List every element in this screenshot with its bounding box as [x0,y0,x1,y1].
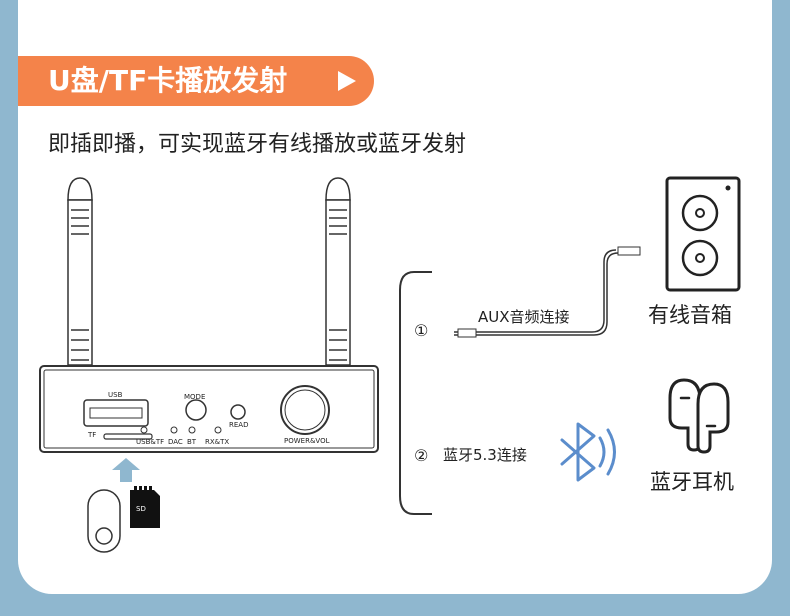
option1-number: ① [414,321,429,340]
banner-title: U盘/TF卡播放发射 [48,64,288,97]
tf-slot[interactable] [103,433,153,440]
indicator-light [140,426,148,434]
power-vol-label: POWER&VOL [284,437,330,445]
indicator-label: USB&TF [136,438,165,446]
bluetooth-icon [560,422,616,482]
tf-label: TF [88,431,97,439]
usb-drive-icon [87,489,121,553]
usb-label: USB [108,391,123,399]
section-banner: U盘/TF卡播放发射 [18,56,374,106]
play-triangle-icon [338,71,356,91]
speaker-icon [665,176,741,292]
power-volume-knob[interactable] [280,385,330,435]
subtitle: 即插即播，可实现蓝牙有线播放或蓝牙发射 [48,132,467,157]
indicator-light [170,426,178,434]
aux-plug-icon [617,246,641,256]
content-card: U盘/TF卡播放发射 即插即播，可实现蓝牙有线播放或蓝牙发射 [18,0,772,594]
option2-number: ② [414,446,429,465]
arrow-up-icon [112,458,140,482]
read-label: READ [229,421,249,429]
indicator-label: RX&TX [205,438,230,446]
earbuds-label: 蓝牙耳机 [650,470,734,494]
speaker-label: 有线音箱 [648,303,732,327]
indicator-label: BT [187,438,197,446]
usb-port[interactable] [83,399,149,427]
indicator-light [214,426,222,434]
aux-cable-icon [454,249,619,336]
indicator-light [188,426,196,434]
illustration [39,176,741,553]
option1-label: AUX音频连接 [478,308,570,326]
antenna-right-icon [325,177,351,366]
aux-plug-icon [457,328,477,338]
sd-card-label: SD [136,505,146,513]
mode-button[interactable] [185,399,207,421]
mode-label: MODE [184,393,206,401]
indicator-label: DAC [168,438,183,446]
earbuds-icon [668,378,730,454]
sd-card-icon [130,486,160,528]
option2-label: 蓝牙5.3连接 [443,446,527,464]
bracket [399,271,432,515]
antenna-left-icon [67,177,93,366]
read-button[interactable] [230,404,246,420]
